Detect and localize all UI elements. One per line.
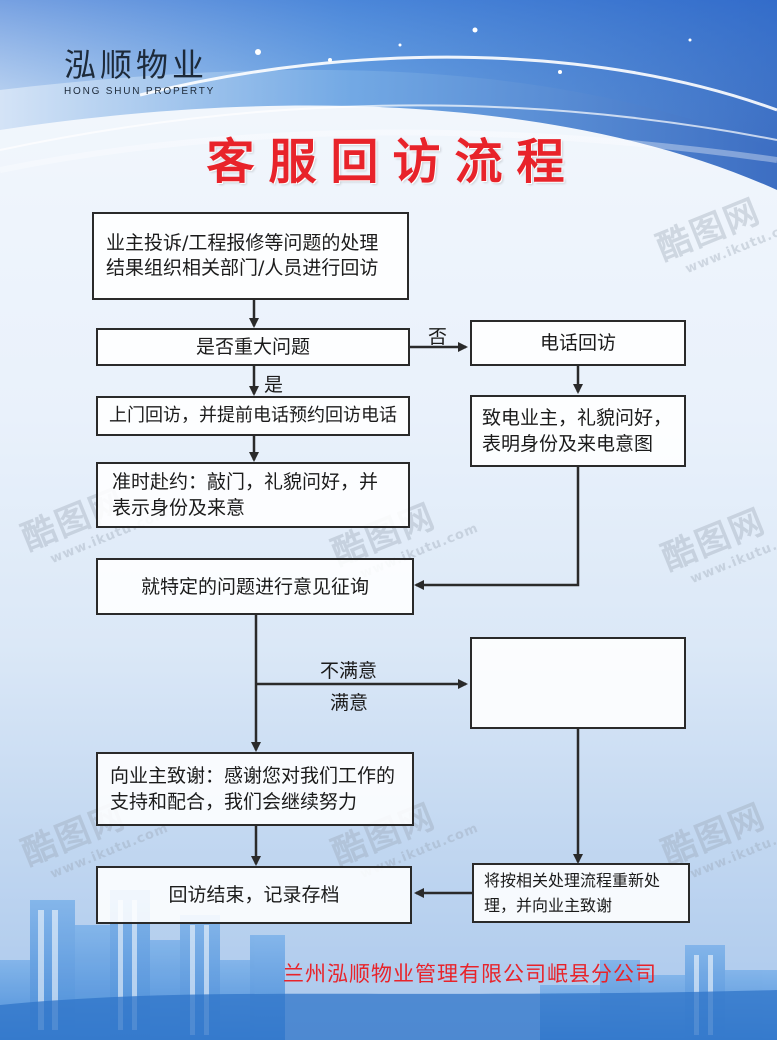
label-no: 否: [428, 326, 448, 348]
label-yes: 是: [264, 374, 284, 396]
flow-phone-call: 致电业主，礼貌问好，表明身份及来电意图: [470, 395, 686, 467]
label-unsatisfied: 不满意: [320, 660, 378, 682]
flow-phone-call-text: 致电业主，礼貌问好，表明身份及来电意图: [482, 407, 673, 455]
flow-start-text: 业主投诉/工程报修等问题的处理结果组织相关部门/人员进行回访: [106, 232, 379, 279]
flow-apology: [470, 637, 686, 729]
flow-start: 业主投诉/工程报修等问题的处理结果组织相关部门/人员进行回访: [92, 212, 409, 300]
brand-name-en: HONG SHUN PROPERTY: [64, 86, 216, 97]
flow-thank-text: 向业主致谢：感谢您对我们工作的支持和配合，我们会继续努力: [110, 765, 396, 813]
flow-phone-visit-text: 电话回访: [539, 332, 616, 354]
flow-home-visit: 上门回访，并提前电话预约回访电话: [96, 396, 410, 436]
flow-phone-visit: 电话回访: [470, 320, 686, 366]
flow-on-time: 准时赴约：敲门，礼貌问好，并表示身份及来意: [96, 462, 410, 528]
footer-company: 兰州泓顺物业管理有限公司岷县分公司: [283, 962, 657, 986]
flow-decision-text: 是否重大问题: [195, 336, 310, 358]
flow-home-visit-text: 上门回访，并提前电话预约回访电话: [109, 405, 397, 426]
flow-reprocess-text: 将按相关处理流程重新处理，并向业主致谢: [484, 871, 661, 915]
flow-reprocess: 将按相关处理流程重新处理，并向业主致谢: [472, 863, 690, 923]
arrow-call-to-opinion: [414, 466, 580, 590]
flow-ask-opinion: 就特定的问题进行意见征询: [96, 558, 414, 615]
label-satisfied: 满意: [330, 692, 369, 714]
flow-ask-opinion-text: 就特定的问题进行意见征询: [140, 575, 369, 598]
page-title: 客服回访流程: [206, 134, 579, 190]
flow-end: 回访结束，记录存档: [96, 866, 412, 924]
brand-name-cn: 泓顺物业: [64, 46, 209, 84]
brand-logo: 泓顺物业 HONG SHUN PROPERTY: [64, 40, 215, 97]
flow-on-time-text: 准时赴约：敲门，礼貌问好，并表示身份及来意: [112, 471, 379, 519]
flow-thank: 向业主致谢：感谢您对我们工作的支持和配合，我们会继续努力: [96, 752, 414, 826]
flow-decision: 是否重大问题: [96, 328, 410, 366]
flow-end-text: 回访结束，记录存档: [168, 884, 340, 906]
